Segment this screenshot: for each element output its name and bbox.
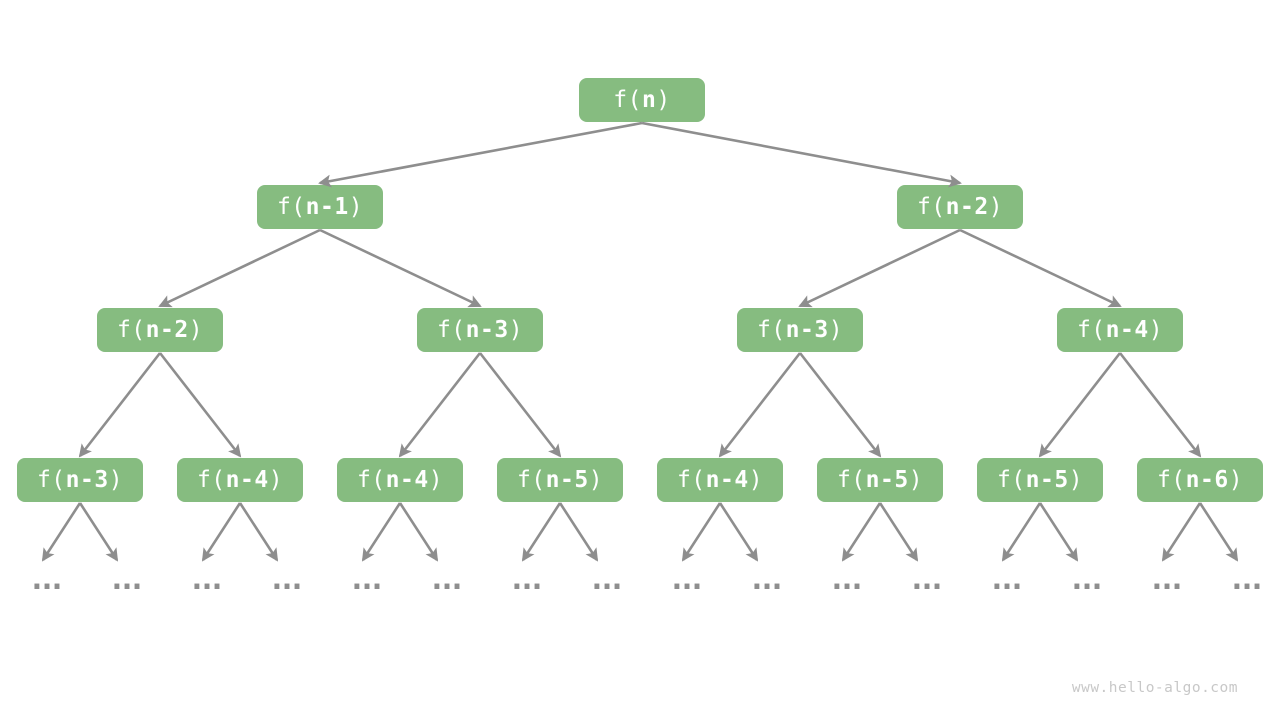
ellipsis-leaf: ... xyxy=(347,562,386,597)
tree-node: f(n-5) xyxy=(817,458,943,502)
tree-node: f(n-2) xyxy=(97,308,223,352)
node-label-suffix: ) xyxy=(188,317,204,343)
node-label-prefix: f( xyxy=(916,194,946,220)
node-label-prefix: f( xyxy=(196,467,226,493)
ellipsis-leaf: ... xyxy=(187,562,226,597)
node-label-prefix: f( xyxy=(36,467,66,493)
node-label-arg: n-5 xyxy=(1025,467,1069,493)
node-label-suffix: ) xyxy=(908,467,924,493)
node-label-arg: n-4 xyxy=(385,467,429,493)
tree-node: f(n-4) xyxy=(657,458,783,502)
tree-node: f(n-4) xyxy=(337,458,463,502)
node-label-arg: n-1 xyxy=(305,194,349,220)
watermark: www.hello-algo.com xyxy=(1071,680,1238,696)
node-label-suffix: ) xyxy=(588,467,604,493)
node-label-prefix: f( xyxy=(676,467,706,493)
node-label-suffix: ) xyxy=(508,317,524,343)
tree-node: f(n-3) xyxy=(17,458,143,502)
ellipsis-leaf: ... xyxy=(587,562,626,597)
node-label-suffix: ) xyxy=(1068,467,1084,493)
node-label-suffix: ) xyxy=(428,467,444,493)
node-label-arg: n-5 xyxy=(865,467,909,493)
node-label-prefix: f( xyxy=(356,467,386,493)
node-label-prefix: f( xyxy=(1156,467,1186,493)
node-label-prefix: f( xyxy=(996,467,1026,493)
node-label-suffix: ) xyxy=(988,194,1004,220)
ellipsis-leaf: ... xyxy=(907,562,946,597)
node-label-suffix: ) xyxy=(748,467,764,493)
node-label-suffix: ) xyxy=(108,467,124,493)
ellipsis-leaf: ... xyxy=(427,562,466,597)
node-label-prefix: f( xyxy=(516,467,546,493)
node-label-arg: n-6 xyxy=(1185,467,1229,493)
tree-node: f(n-6) xyxy=(1137,458,1263,502)
tree-node: f(n-3) xyxy=(417,308,543,352)
node-label-suffix: ) xyxy=(348,194,364,220)
node-label-prefix: f( xyxy=(756,317,786,343)
node-label-arg: n-2 xyxy=(945,194,989,220)
ellipsis-leaf: ... xyxy=(1147,562,1186,597)
tree-node: f(n-4) xyxy=(177,458,303,502)
node-label-prefix: f( xyxy=(436,317,466,343)
node-label-arg: n-4 xyxy=(705,467,749,493)
ellipsis-leaf: ... xyxy=(667,562,706,597)
node-label-suffix: ) xyxy=(656,87,671,113)
ellipsis-leaf: ... xyxy=(1067,562,1106,597)
tree-node: f(n-1) xyxy=(257,185,383,229)
node-label-prefix: f( xyxy=(836,467,866,493)
tree-node: f(n-2) xyxy=(897,185,1023,229)
node-label-suffix: ) xyxy=(1148,317,1164,343)
tree-node: f(n-4) xyxy=(1057,308,1183,352)
ellipsis-leaf: ... xyxy=(1227,562,1266,597)
node-label-prefix: f( xyxy=(613,87,642,113)
node-label-arg: n-3 xyxy=(65,467,109,493)
node-label-suffix: ) xyxy=(828,317,844,343)
ellipsis-leaf: ... xyxy=(747,562,786,597)
ellipsis-leaf: ... xyxy=(27,562,66,597)
tree-node: f(n-5) xyxy=(497,458,623,502)
node-label-suffix: ) xyxy=(268,467,284,493)
node-label-arg: n-4 xyxy=(1105,317,1149,343)
ellipsis-leaf: ... xyxy=(987,562,1026,597)
node-label-prefix: f( xyxy=(276,194,306,220)
ellipsis-leaf: ... xyxy=(107,562,146,597)
ellipsis-leaf: ... xyxy=(827,562,866,597)
tree-node: f(n-3) xyxy=(737,308,863,352)
node-label-arg: n-3 xyxy=(465,317,509,343)
node-label-arg: n-4 xyxy=(225,467,269,493)
node-label-arg: n-2 xyxy=(145,317,189,343)
tree-node-root: f(n) xyxy=(579,78,705,122)
node-label-prefix: f( xyxy=(1076,317,1106,343)
ellipsis-leaf: ... xyxy=(507,562,546,597)
node-label-arg: n-5 xyxy=(545,467,589,493)
node-label-arg: n xyxy=(641,87,657,113)
node-label-suffix: ) xyxy=(1228,467,1244,493)
node-label-prefix: f( xyxy=(116,317,146,343)
node-label-arg: n-3 xyxy=(785,317,829,343)
ellipsis-leaf: ... xyxy=(267,562,306,597)
tree-node: f(n-5) xyxy=(977,458,1103,502)
